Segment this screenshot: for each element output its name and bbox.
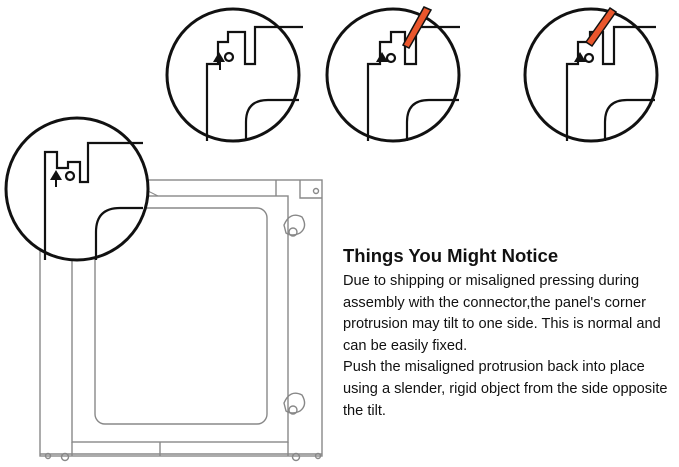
notice-body: Due to shipping or misaligned pressing d… bbox=[343, 271, 673, 422]
notice-title: Things You Might Notice bbox=[343, 245, 559, 266]
orange-tool-icon bbox=[584, 6, 618, 48]
zoom-circle-tool-insert bbox=[325, 6, 461, 143]
zoom-circle-tool-push bbox=[523, 6, 659, 143]
notice-paragraph-tilt: Due to shipping or misaligned pressing d… bbox=[343, 273, 661, 354]
zoom-callout-panel-corner bbox=[4, 116, 159, 262]
lcd-panel-frame bbox=[39, 179, 323, 462]
zoom-circle-initial bbox=[165, 7, 303, 143]
notice-section: Things You Might Notice Due to shipping … bbox=[343, 244, 673, 422]
notice-paragraph-fix: Push the misaligned protrusion back into… bbox=[343, 359, 668, 419]
orange-tool-icon bbox=[401, 6, 433, 49]
